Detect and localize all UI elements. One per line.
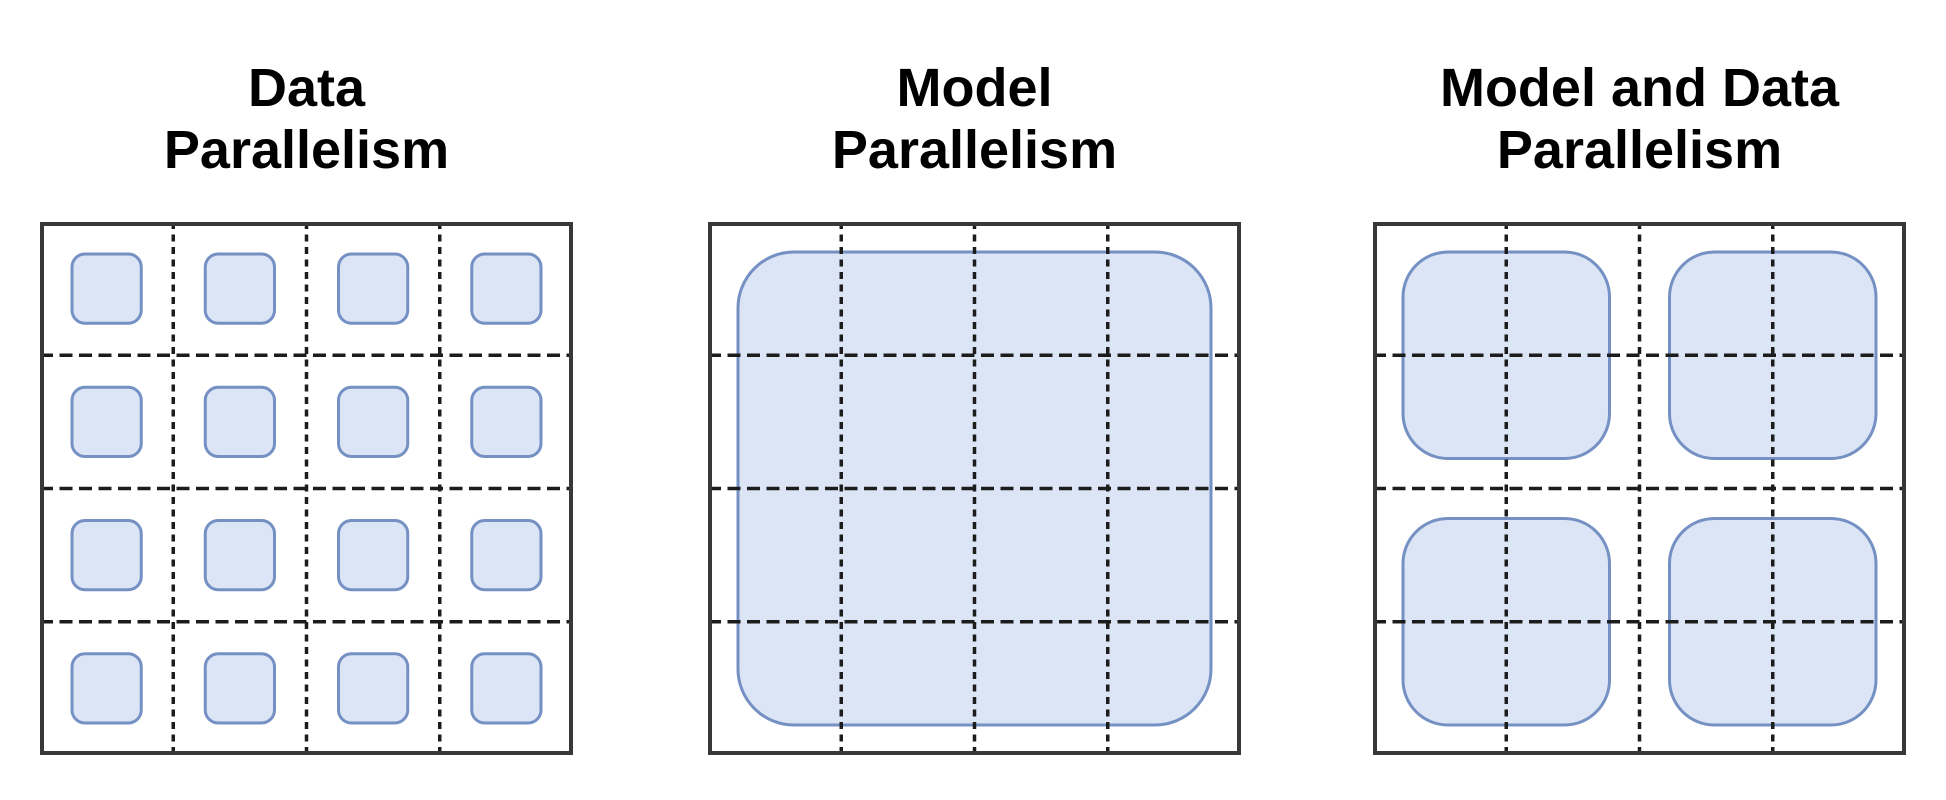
model-replica-block (337, 385, 410, 458)
device-grid-model-parallelism (708, 222, 1241, 755)
model-replica-block (470, 252, 543, 325)
title-line: Model and Data (1439, 58, 1840, 118)
device-grid-data-parallelism (40, 222, 573, 755)
title-line: Parallelism (1496, 120, 1783, 180)
device-grid-border (1373, 222, 1906, 755)
device-grid-border (40, 222, 573, 755)
title-line: Model (896, 58, 1053, 118)
model-replica-block (470, 652, 543, 725)
model-replica-block (70, 252, 143, 325)
model-replica-block (337, 252, 410, 325)
device-grid-model-and-data-parallelism (1373, 222, 1906, 755)
model-replica-block (70, 385, 143, 458)
model-replica-block (203, 652, 276, 725)
model-replica-block (337, 652, 410, 725)
title-line: Data (247, 58, 366, 118)
model-replica-block (203, 519, 276, 592)
title-line: Parallelism (163, 120, 450, 180)
model-replica-block (470, 385, 543, 458)
model-replica-block (203, 252, 276, 325)
title-line: Parallelism (831, 120, 1118, 180)
model-replica-block (203, 385, 276, 458)
model-replica-block (70, 519, 143, 592)
model-replica-block (337, 519, 410, 592)
model-replica-block (70, 652, 143, 725)
model-replica-block (470, 519, 543, 592)
device-grid-border (708, 222, 1241, 755)
